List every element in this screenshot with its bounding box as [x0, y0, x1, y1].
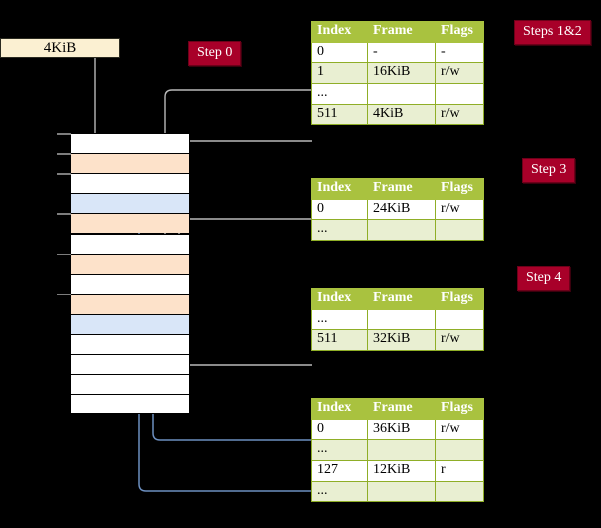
cell-frame: 32KiB	[367, 329, 436, 352]
memory-frame	[70, 334, 190, 355]
cell-flags: r/w	[435, 329, 484, 352]
badge-step-0: Step 0	[188, 41, 242, 66]
column-header-frame: Frame	[367, 21, 436, 43]
memory-frame	[70, 273, 190, 294]
page-table-header-row: Index Frame Flags	[311, 288, 484, 310]
memory-frame	[70, 354, 190, 375]
cell-frame: 24KiB	[367, 198, 436, 221]
cell-flags	[435, 83, 484, 105]
badge-step-4: Step 4	[517, 266, 571, 291]
cell-frame	[367, 439, 436, 462]
memory-frame-tick	[57, 213, 71, 215]
physical-memory-column	[57, 133, 190, 415]
column-header-frame: Frame	[367, 288, 436, 310]
page-table-header-row: Index Frame Flags	[311, 398, 484, 420]
cell-flags	[435, 308, 484, 331]
column-header-index: Index	[311, 398, 368, 420]
cell-index: 0	[311, 418, 368, 441]
column-header-index: Index	[311, 288, 368, 310]
page-table-row: ...	[311, 480, 484, 503]
memory-frame-tick	[57, 153, 71, 155]
page-table-row: ...	[311, 83, 484, 105]
page-table-row: 0--	[311, 41, 484, 64]
badge-steps-1-and-2: Steps 1&2	[514, 20, 591, 45]
cell-flags: r/w	[435, 198, 484, 221]
memory-frame	[70, 233, 190, 254]
cell-index: ...	[311, 83, 368, 105]
wire-frame-to-table1-511	[178, 140, 312, 159]
memory-frame	[70, 394, 190, 415]
memory-frame-tick	[57, 253, 71, 256]
column-header-flags: Flags	[435, 398, 484, 420]
memory-frame	[57, 293, 190, 314]
memory-frame	[57, 213, 190, 234]
cell-index: ...	[311, 439, 368, 462]
cell-index: ...	[311, 308, 368, 331]
cell-flags: r/w	[435, 103, 484, 126]
column-header-frame: Frame	[367, 178, 436, 200]
cell-frame	[367, 83, 436, 105]
column-header-index: Index	[311, 21, 368, 43]
column-header-index: Index	[311, 178, 368, 200]
cell-flags	[435, 219, 484, 242]
cell-flags	[435, 480, 484, 503]
cell-flags	[435, 439, 484, 462]
cell-frame	[367, 219, 436, 242]
virtual-page-label: 4KiB	[43, 39, 77, 56]
cell-index: 511	[311, 103, 368, 126]
cell-frame: -	[367, 41, 436, 64]
cell-frame	[367, 480, 436, 503]
memory-frame-tick	[57, 133, 71, 135]
cell-index: ...	[311, 219, 368, 242]
page-table-header-row: Index Frame Flags	[311, 178, 484, 200]
page-table-header-row: Index Frame Flags	[311, 21, 484, 43]
cell-index: 0	[311, 41, 368, 64]
cell-flags: r	[435, 460, 484, 482]
page-table-row: ...	[311, 308, 484, 331]
cell-flags: -	[435, 41, 484, 64]
memory-frame	[57, 133, 190, 154]
cell-frame	[367, 308, 436, 331]
virtual-page-box: 4KiB	[0, 38, 120, 58]
badge-step-3: Step 3	[522, 158, 576, 183]
memory-frame	[57, 253, 190, 274]
column-header-frame: Frame	[367, 398, 436, 420]
page-table-row: ...	[311, 439, 484, 462]
memory-frame	[57, 173, 190, 194]
memory-frame	[70, 313, 190, 334]
memory-frame	[70, 193, 190, 214]
cell-frame: 4KiB	[367, 103, 436, 126]
memory-frame	[57, 153, 190, 174]
cell-index: ...	[311, 480, 368, 503]
cell-index: 127	[311, 460, 368, 482]
memory-frame-tick	[57, 293, 71, 296]
memory-frame	[70, 374, 190, 395]
column-header-flags: Flags	[435, 178, 484, 200]
cell-flags: r/w	[435, 418, 484, 441]
cell-index: 511	[311, 329, 368, 352]
wire-table2-row0	[178, 218, 312, 259]
column-header-flags: Flags	[435, 21, 484, 43]
cell-flags: r/w	[435, 62, 484, 85]
column-header-flags: Flags	[435, 288, 484, 310]
wire-table3-row511	[178, 302, 312, 366]
cell-frame: 36KiB	[367, 418, 436, 441]
cell-index: 0	[311, 198, 368, 221]
memory-frame-tick	[57, 173, 71, 175]
cell-frame: 12KiB	[367, 460, 436, 482]
page-table-row: ...	[311, 219, 484, 242]
cell-frame: 16KiB	[367, 62, 436, 85]
cell-index: 1	[311, 62, 368, 85]
